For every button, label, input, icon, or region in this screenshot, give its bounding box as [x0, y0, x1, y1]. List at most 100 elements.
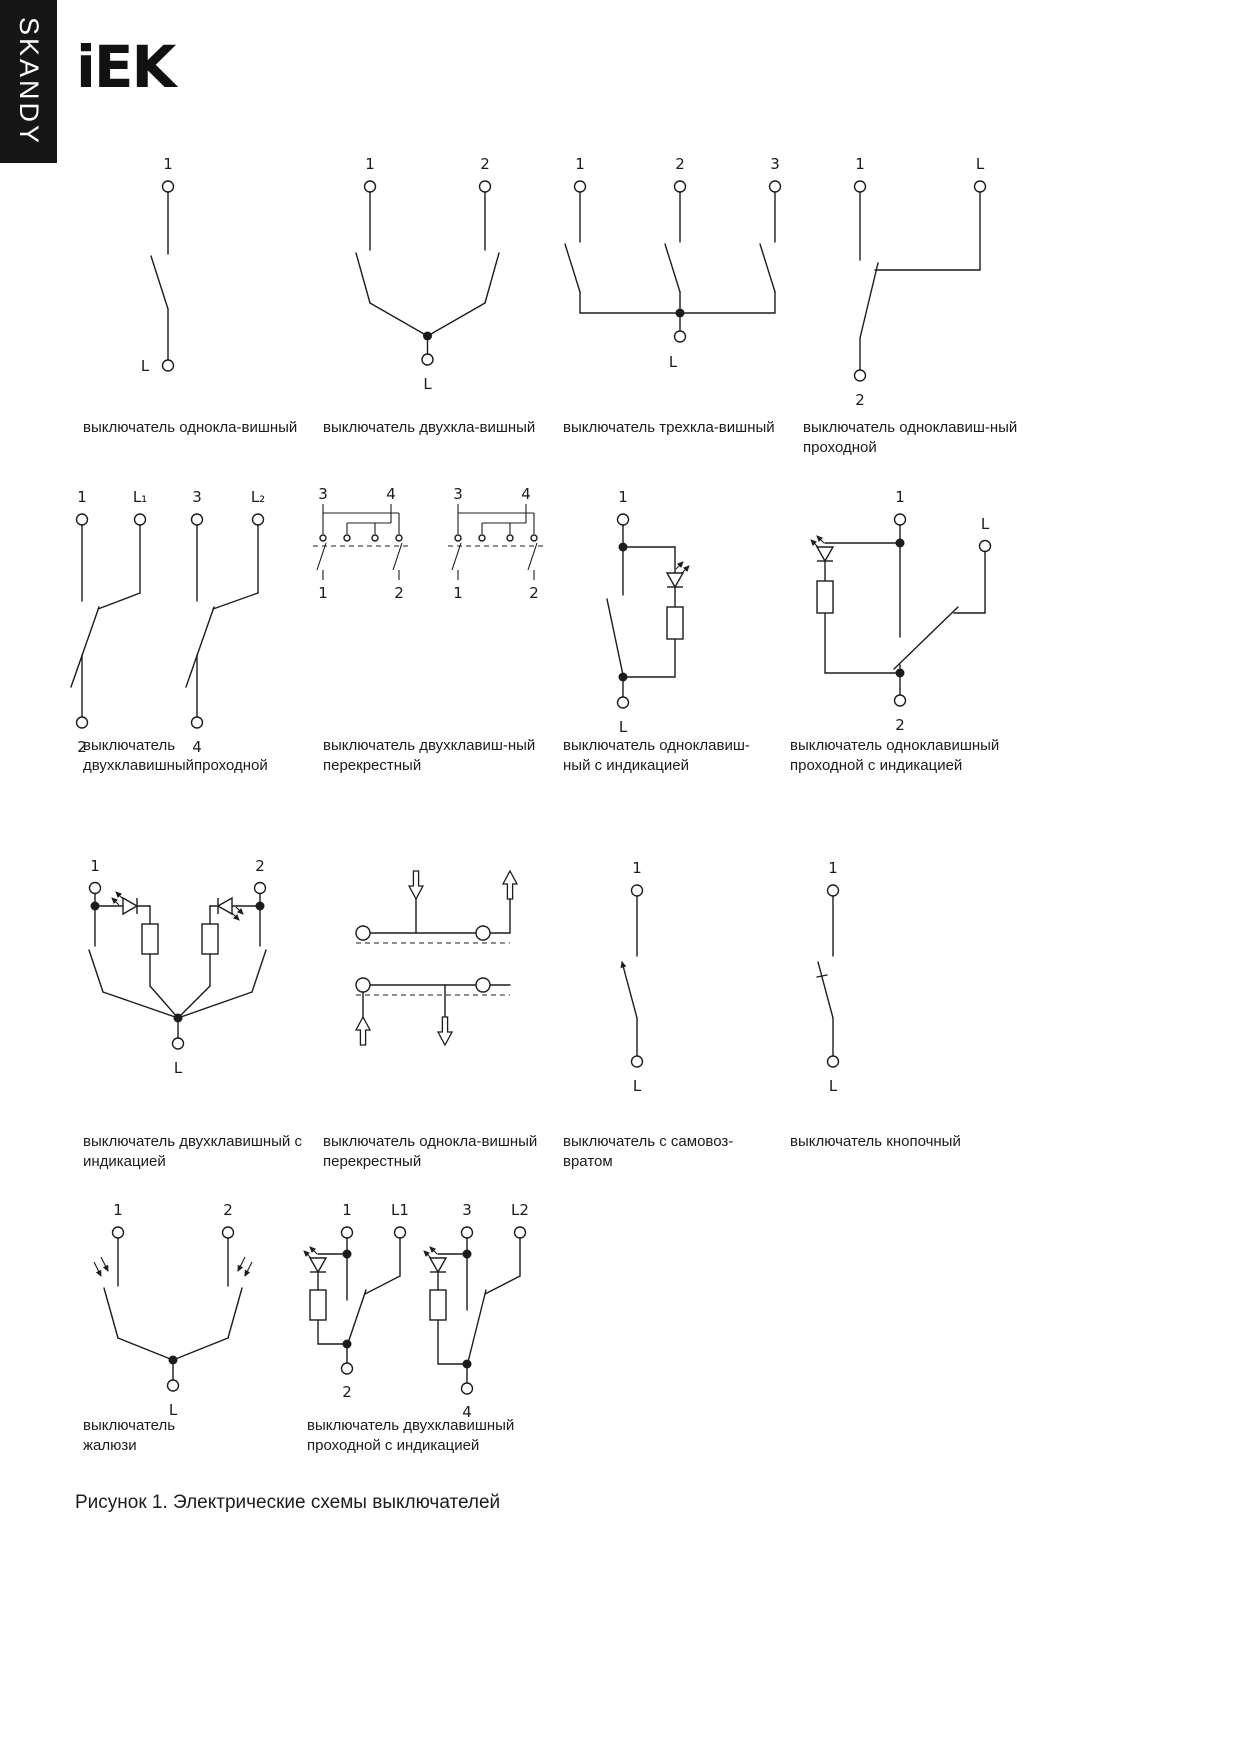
diagram-caption: выключатель одноклавиш-ный проходной [803, 419, 1018, 456]
circuit-wires [859, 191, 981, 371]
arrow-down-icon [408, 870, 424, 900]
brand-logo: iEK [76, 33, 176, 101]
terminal-circle [133, 513, 147, 526]
diagram-push-button-switch: 1 L [768, 856, 898, 1106]
terminal-label: 1 [895, 488, 905, 506]
junction-dot [342, 1249, 352, 1259]
terminal-label: 2 [675, 155, 685, 173]
terminal-label: L [633, 1077, 642, 1095]
arrow-up-icon [502, 870, 518, 900]
terminal-label: 1 [163, 155, 173, 173]
terminal-circle [630, 884, 644, 897]
terminal-label: L [669, 353, 678, 371]
terminal-circle [616, 696, 630, 709]
terminal-circle [340, 1226, 354, 1239]
terminal-label: 1 [342, 1201, 352, 1219]
diagram-blinds-switch: 1 2 L [58, 1198, 288, 1438]
diagram-caption: выключатель однокла-вишный [83, 419, 298, 436]
arrow-up-icon [355, 1016, 371, 1046]
resistor-symbol [309, 1289, 327, 1321]
terminal-label: 3 [462, 1201, 472, 1219]
junction-dot [168, 1355, 178, 1365]
terminal-circle [190, 513, 204, 526]
terminal-circle [190, 716, 204, 729]
diagram-caption: выключатель двухклавишный проходной с ин… [307, 1417, 515, 1454]
terminal-circle [826, 1055, 840, 1068]
diagram-caption: выключатель жалюзи [83, 1417, 176, 1454]
terminal-label: L [976, 155, 985, 173]
terminal-circle [88, 881, 102, 895]
terminal-label: 2 [342, 1383, 352, 1401]
terminal-circle [768, 180, 782, 193]
terminal-label: L2 [511, 1201, 529, 1219]
resistor-symbol [141, 923, 159, 955]
diagram-self-return-switch: 1 L [572, 856, 702, 1106]
circuit-wires [322, 504, 400, 534]
terminal-label: L [829, 1077, 838, 1095]
resistor-symbol [816, 580, 834, 614]
terminal-label: 2 [480, 155, 490, 173]
led-icon [112, 892, 137, 914]
contact-circle [343, 534, 351, 542]
terminal-label: 4 [462, 1403, 472, 1421]
terminal-label: 2 [529, 584, 539, 602]
terminal-circle [460, 1226, 474, 1239]
terminal-label: 2 [223, 1201, 233, 1219]
terminal-circle [161, 180, 175, 193]
circuit-wires [457, 504, 535, 534]
terminal-circle [421, 353, 434, 366]
terminal-label: 1 [318, 584, 328, 602]
terminal-label: 1 [632, 859, 642, 877]
terminal-circle [166, 1379, 180, 1392]
series-sidebar: SKANDY [0, 0, 57, 163]
terminal-circle [340, 1362, 354, 1375]
terminal-circle [853, 369, 867, 382]
circuit-wires [70, 524, 259, 718]
terminal-circle [111, 1226, 125, 1239]
terminal-circle [171, 1037, 185, 1050]
terminal-label: 1 [855, 155, 865, 173]
diagram-caption: выключатель двухкла-вишный [323, 419, 536, 436]
terminal-circle [853, 180, 867, 193]
diagram-caption: выключатель одноклавиш- ный с индикацией [563, 737, 750, 774]
led-icon [304, 1247, 326, 1272]
led-icon [424, 1247, 446, 1272]
junction-dot [90, 901, 100, 911]
terminal-label: L₁ [133, 488, 147, 506]
diagram-caption: выключатель двухклавиш-ный перекрестный [323, 737, 536, 774]
junction-dot [618, 542, 628, 552]
terminal-circle [673, 180, 687, 193]
circuit-wires [620, 895, 638, 1057]
circuit-wires [816, 895, 834, 1057]
terminal-label: 3 [770, 155, 780, 173]
contact-circle [454, 534, 462, 542]
circuit-wires [451, 542, 538, 580]
terminal-label: 1 [828, 859, 838, 877]
terminal-circle [616, 513, 630, 526]
diagram-two-gang-passthrough-indicator: 1 L1 3 L2 [288, 1198, 548, 1438]
terminal-circle [393, 1226, 407, 1239]
pivot-circle [355, 925, 371, 941]
junction-dot [173, 1013, 183, 1023]
terminal-label: 1 [90, 857, 100, 875]
terminal-label: L [169, 1401, 178, 1419]
diagram-one-gang-passthrough: 1 L 2 [833, 152, 1053, 422]
diagram-two-gang-passthrough: 1 L₁ 3 L₂ 2 4 [52, 485, 322, 795]
contact-circle [319, 534, 327, 542]
led-icon [667, 562, 689, 587]
terminal-circle [630, 1055, 644, 1068]
terminal-label: 2 [855, 391, 865, 409]
terminal-circle [75, 716, 89, 729]
terminal-circle [251, 513, 265, 526]
diagram-caption: выключатель трехкла-вишный [563, 419, 775, 436]
terminal-circle [513, 1226, 527, 1239]
terminal-label: L₂ [251, 488, 265, 506]
terminal-label: 4 [386, 485, 396, 503]
terminal-circle [221, 1226, 235, 1239]
terminal-label: 4 [521, 485, 531, 503]
diagram-one-gang-switch: 1 L [88, 152, 248, 402]
junction-dot [618, 672, 628, 682]
terminal-circle [75, 513, 89, 526]
terminal-label: L [174, 1059, 183, 1077]
resistor-symbol [429, 1289, 447, 1321]
